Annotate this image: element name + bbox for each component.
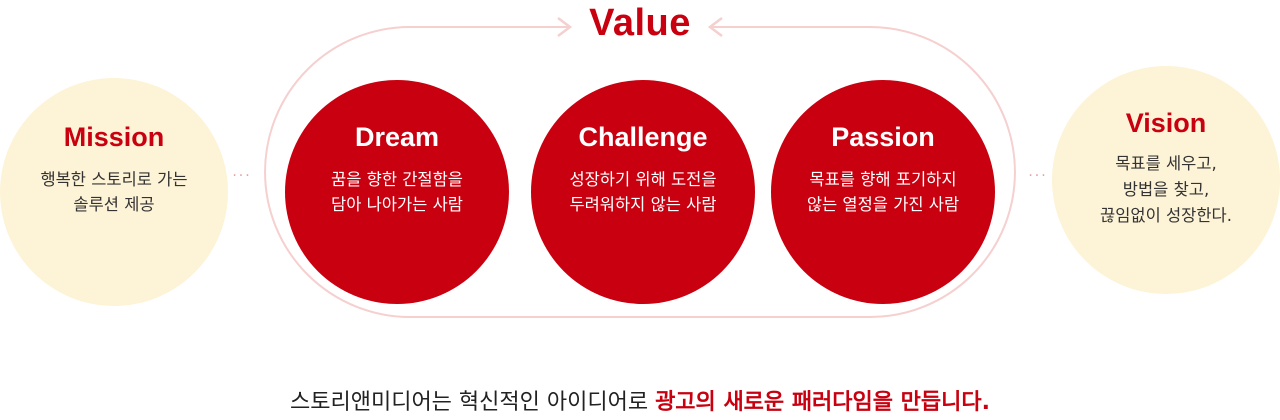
mission-circle: Mission 행복한 스토리로 가는 솔루션 제공 (0, 78, 228, 306)
value-loop-left-arc (264, 26, 1016, 318)
mission-description: 행복한 스토리로 가는 솔루션 제공 (40, 170, 188, 214)
tagline-emphasis: 광고의 새로운 패러다임을 만듭니다. (655, 390, 990, 415)
connector-dots-right: ··· (1028, 168, 1048, 184)
vision-circle: Vision 목표를 세우고, 방법을 찾고, 끊임없이 성장한다. (1052, 66, 1280, 294)
tagline: 스토리앤미디어는 혁신적인 아이디어로 광고의 새로운 패러다임을 만듭니다. (0, 384, 1280, 416)
connector-dots-left: ··· (232, 168, 252, 184)
mission-heading: Mission (63, 122, 165, 152)
dream-description: 꿈을 향한 간절함을 담아 나아가는 사람 (331, 170, 463, 214)
arrow-right-icon (557, 17, 573, 37)
passion-description: 목표를 향해 포기하지 않는 열정을 가진 사람 (806, 170, 960, 214)
dream-heading: Dream (354, 122, 440, 152)
challenge-description: 성장하기 위해 도전을 두려워하지 않는 사람 (569, 170, 717, 214)
arrow-left-icon (707, 17, 723, 37)
challenge-circle: Challenge 성장하기 위해 도전을 두려워하지 않는 사람 (531, 80, 755, 304)
vision-heading: Vision (1125, 108, 1207, 138)
passion-circle: Passion 목표를 향해 포기하지 않는 열정을 가진 사람 (771, 80, 995, 304)
dream-circle: Dream 꿈을 향한 간절함을 담아 나아가는 사람 (285, 80, 509, 304)
passion-heading: Passion (831, 122, 935, 152)
vision-description: 목표를 세우고, 방법을 찾고, 끊임없이 성장한다. (1100, 154, 1232, 225)
tagline-plain: 스토리앤미디어는 혁신적인 아이디어로 (290, 390, 656, 415)
value-title: Value (589, 2, 691, 44)
challenge-heading: Challenge (578, 122, 708, 152)
